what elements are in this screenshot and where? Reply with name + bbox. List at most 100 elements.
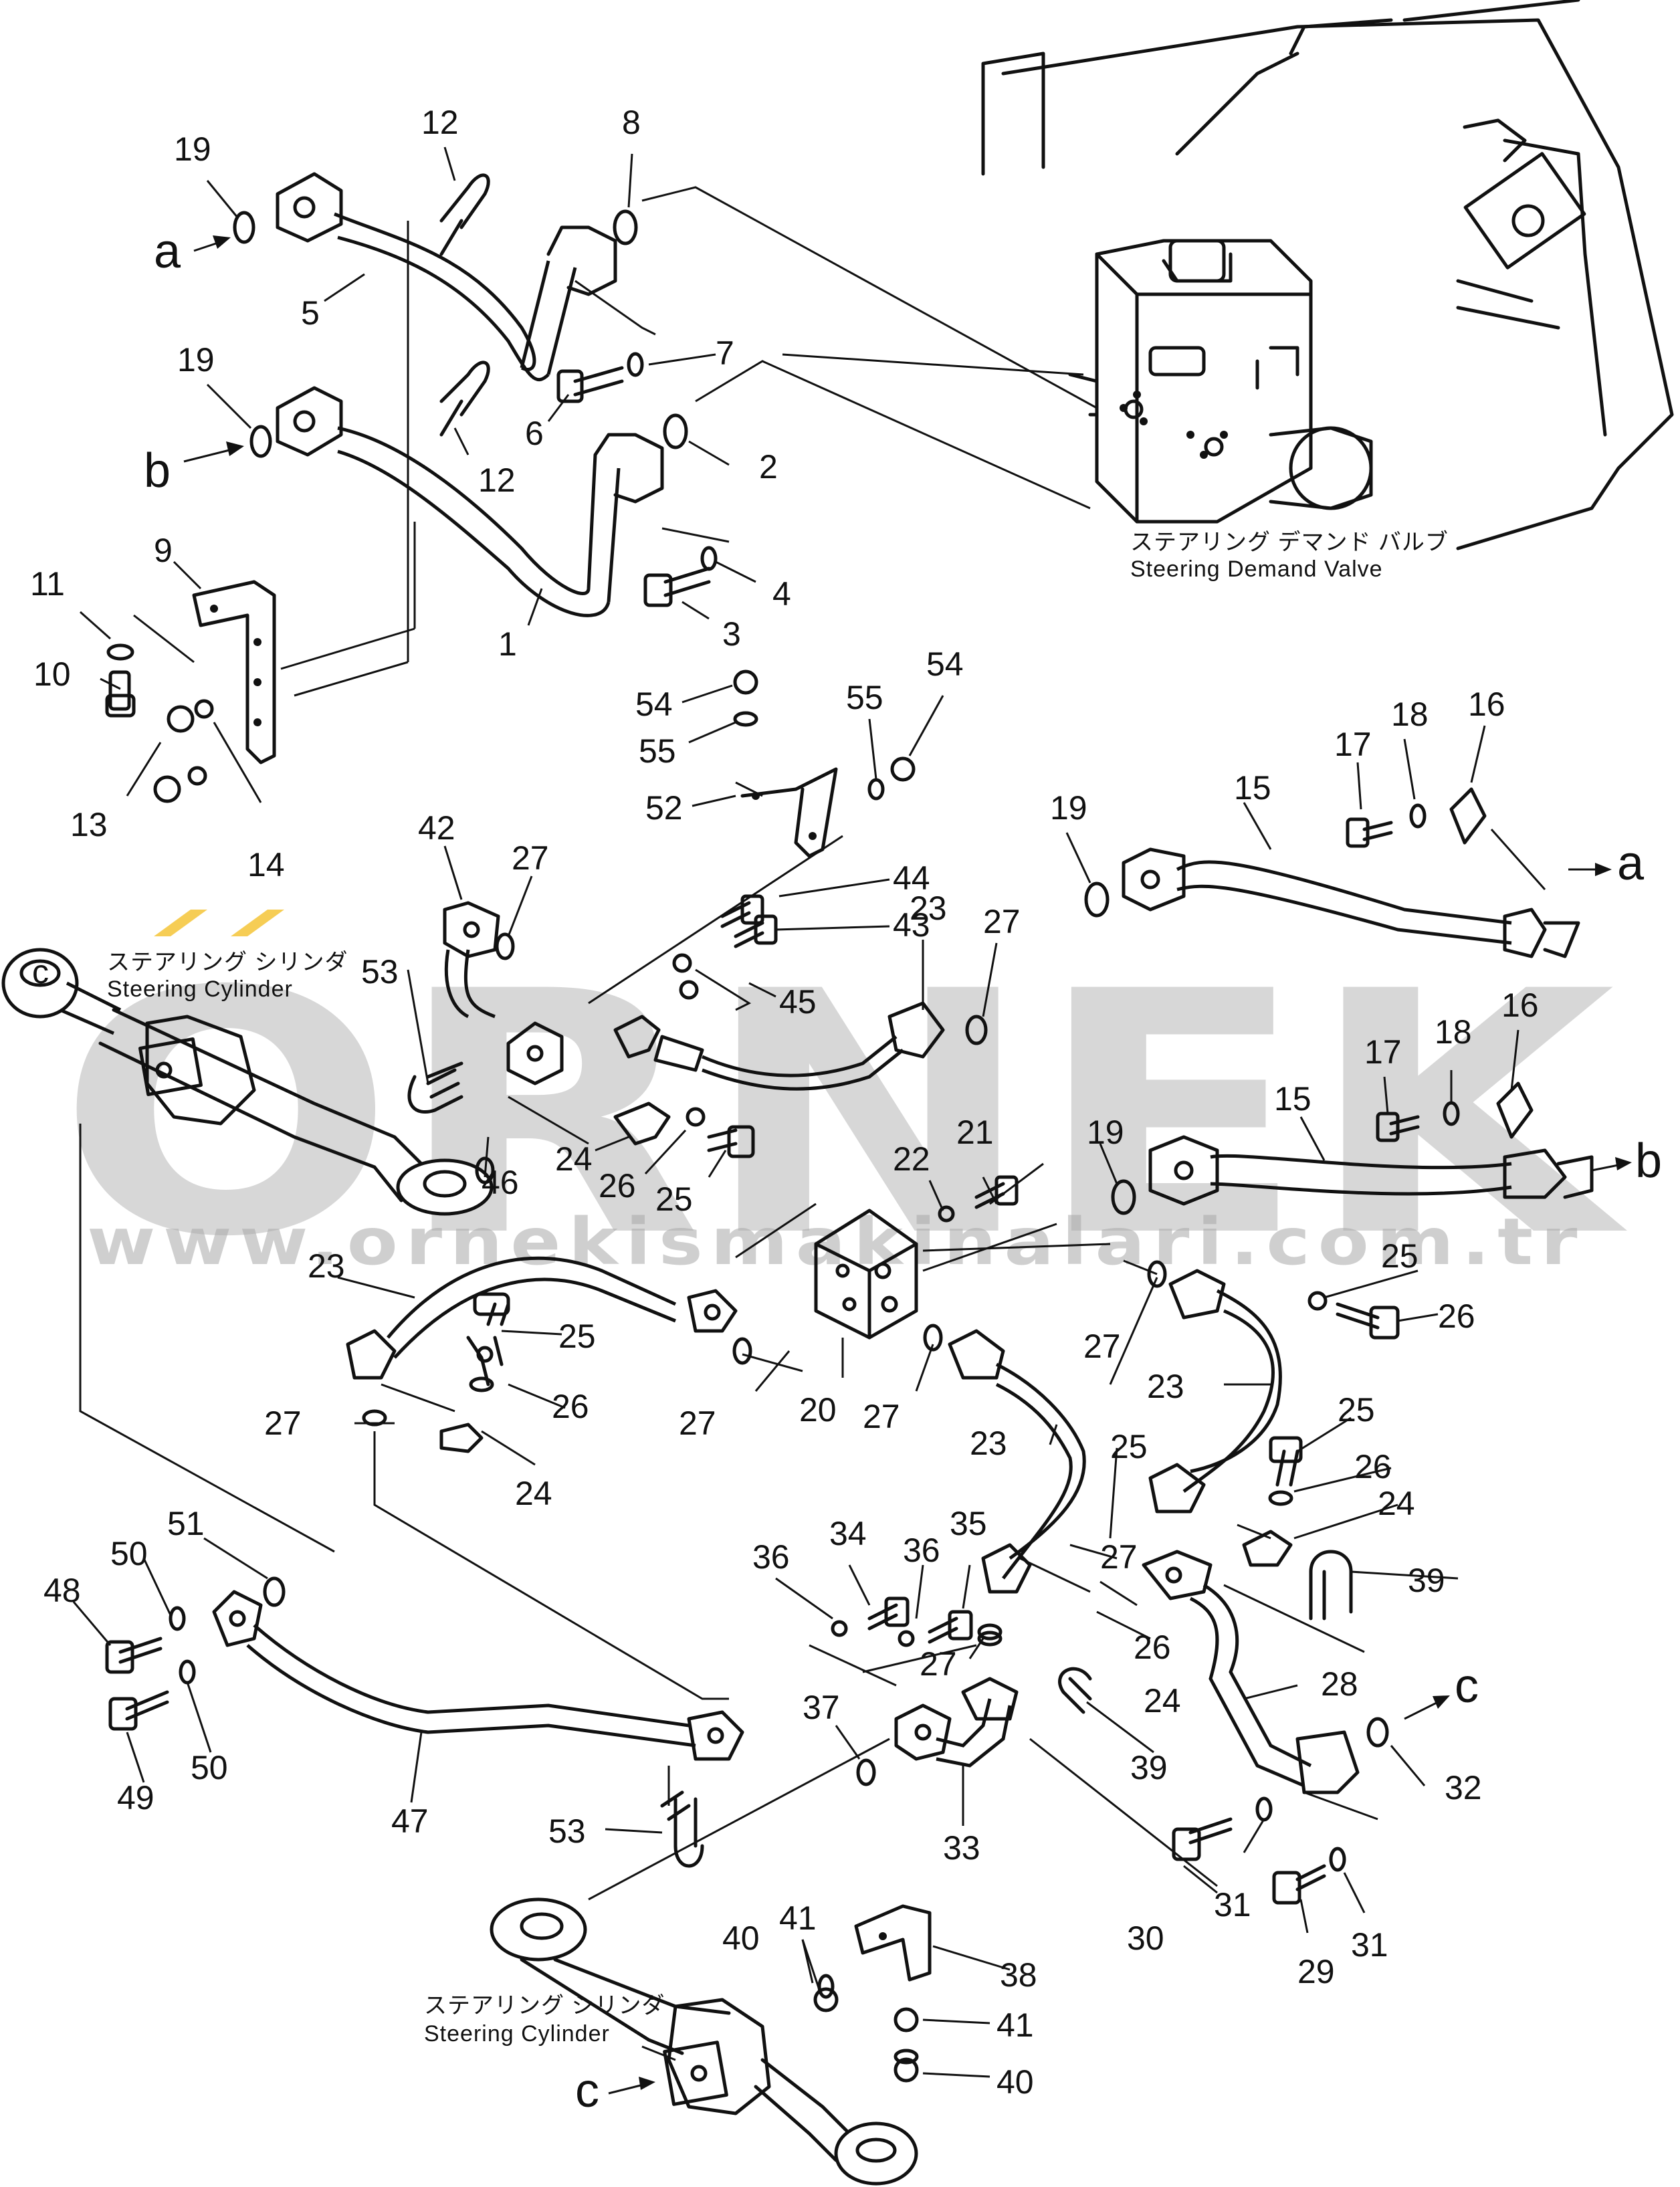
callout-22: 22 <box>893 1140 930 1178</box>
callout-35: 35 <box>950 1505 987 1542</box>
callout-12: 12 <box>421 104 459 141</box>
marker-a-left: a <box>154 225 181 278</box>
callout-53-a: 53 <box>361 953 399 991</box>
callout-39-a: 39 <box>1408 1562 1445 1599</box>
callout-54-b: 54 <box>926 645 964 683</box>
bracket-9 <box>105 580 276 803</box>
callout-10: 10 <box>33 655 71 693</box>
bracket-52 <box>733 669 916 858</box>
callout-25-a: 25 <box>655 1180 693 1218</box>
hose-23-mid <box>923 1324 1086 1641</box>
callout-16: 16 <box>1468 686 1505 723</box>
marker-c-bottom: c <box>575 2064 599 2117</box>
callout-7: 7 <box>716 334 734 372</box>
marker-b-left: b <box>144 444 171 498</box>
marker-b-right: b <box>1635 1134 1662 1188</box>
callout-33: 33 <box>943 1829 980 1867</box>
marker-c-right: c <box>1455 1659 1479 1713</box>
callout-32: 32 <box>1445 1769 1482 1806</box>
callout-19-c: 19 <box>1050 789 1087 827</box>
callout-45: 45 <box>779 983 817 1021</box>
callout-15: 15 <box>1234 769 1271 807</box>
callout-27-e: 27 <box>863 1398 900 1435</box>
hose-23-left <box>346 1256 752 1700</box>
callout-52: 52 <box>645 789 683 827</box>
valve-block-20 <box>735 1162 1111 1340</box>
callout-12-b: 12 <box>478 461 516 499</box>
callout-55-a: 55 <box>639 732 676 770</box>
callout-25-e: 25 <box>1110 1428 1148 1465</box>
marker-a-right: a <box>1617 837 1645 890</box>
callout-19-d: 19 <box>1087 1114 1124 1151</box>
callout-24-c: 24 <box>1378 1485 1415 1522</box>
valve-label-en: Steering Demand Valve <box>1130 556 1383 582</box>
bracket-38 <box>813 1904 932 2083</box>
callout-24-b: 24 <box>515 1475 552 1512</box>
hose-15-upper <box>1084 787 1580 958</box>
callout-55-b: 55 <box>846 679 883 716</box>
cylinder-top-label-en: Steering Cylinder <box>107 976 293 1002</box>
top-hardware <box>233 173 1097 697</box>
callout-53-b: 53 <box>548 1812 586 1850</box>
callout-31-a: 31 <box>1214 1886 1251 1923</box>
callout-27-f: 27 <box>1083 1328 1121 1365</box>
callout-23-d: 23 <box>970 1425 1007 1462</box>
callout-41-b: 41 <box>996 2006 1034 2044</box>
callout-48: 48 <box>43 1572 81 1609</box>
callout-26-e: 26 <box>1134 1629 1171 1666</box>
callout-50-a: 50 <box>110 1535 148 1572</box>
callout-26-a: 26 <box>599 1167 636 1205</box>
callout-37: 37 <box>803 1689 840 1726</box>
callout-3: 3 <box>722 615 741 653</box>
callout-36-b: 36 <box>903 1532 940 1569</box>
callout-27-d: 27 <box>679 1404 716 1442</box>
steering-demand-valve-assembly: ステアリング デマンド バルブ Steering Demand Valve <box>981 0 1674 582</box>
callout-51: 51 <box>167 1505 205 1542</box>
pipe-28 <box>1142 1550 1389 1905</box>
callout-24-a: 24 <box>555 1140 593 1178</box>
callout-41-a: 41 <box>779 1899 817 1937</box>
cylinder-top-label-jp: ステアリング シリンダ <box>107 950 348 975</box>
cylinder-bottom-label-jp: ステアリング シリンダ <box>424 1993 665 2018</box>
connection-markers: a b a b c c <box>144 225 1662 2117</box>
callout-1: 1 <box>498 625 517 663</box>
callout-27-b: 27 <box>983 903 1021 940</box>
callout-8: 8 <box>622 104 641 141</box>
callout-6: 6 <box>525 415 544 452</box>
cylinder-bottom-label-en: Steering Cylinder <box>424 2021 610 2047</box>
callout-23-a: 23 <box>910 890 947 927</box>
callout-38: 38 <box>1000 1956 1037 1994</box>
callout-18-b: 18 <box>1435 1013 1472 1051</box>
callout-25-b: 25 <box>558 1318 596 1355</box>
callout-44: 44 <box>893 859 930 897</box>
callout-9: 9 <box>154 532 173 569</box>
callout-27-c: 27 <box>264 1404 302 1442</box>
watermark-accent-2 <box>231 910 284 936</box>
callout-numbers: 19 12 8 5 7 6 19 12 2 4 3 1 9 11 10 13 1… <box>30 104 1539 2101</box>
callout-20: 20 <box>799 1391 837 1429</box>
callout-13: 13 <box>70 806 108 843</box>
pipe-5 <box>276 172 617 382</box>
callout-46: 46 <box>482 1164 519 1201</box>
callout-5: 5 <box>301 294 320 332</box>
callout-25-d: 25 <box>1338 1391 1375 1429</box>
callout-24-d: 24 <box>1144 1682 1181 1720</box>
callout-36-a: 36 <box>752 1538 790 1576</box>
callout-26-c: 26 <box>1438 1297 1475 1335</box>
callout-14: 14 <box>247 846 285 883</box>
callout-50-b: 50 <box>191 1749 228 1786</box>
steering-cylinder-top: c ステアリング シリンダ Steering Cylinder <box>1 948 494 1553</box>
callout-43: 43 <box>893 906 930 944</box>
callout-34: 34 <box>829 1515 867 1552</box>
callout-25-c: 25 <box>1381 1237 1419 1275</box>
hose-23-right <box>1147 1260 1400 1567</box>
callout-49: 49 <box>117 1779 154 1816</box>
callout-17-b: 17 <box>1364 1033 1402 1071</box>
callout-19-b: 19 <box>177 341 215 379</box>
callout-21: 21 <box>956 1114 994 1151</box>
callout-19: 19 <box>174 130 211 168</box>
callout-11: 11 <box>30 565 65 603</box>
hose-group-center <box>407 835 988 1184</box>
pipe-1 <box>276 386 664 617</box>
